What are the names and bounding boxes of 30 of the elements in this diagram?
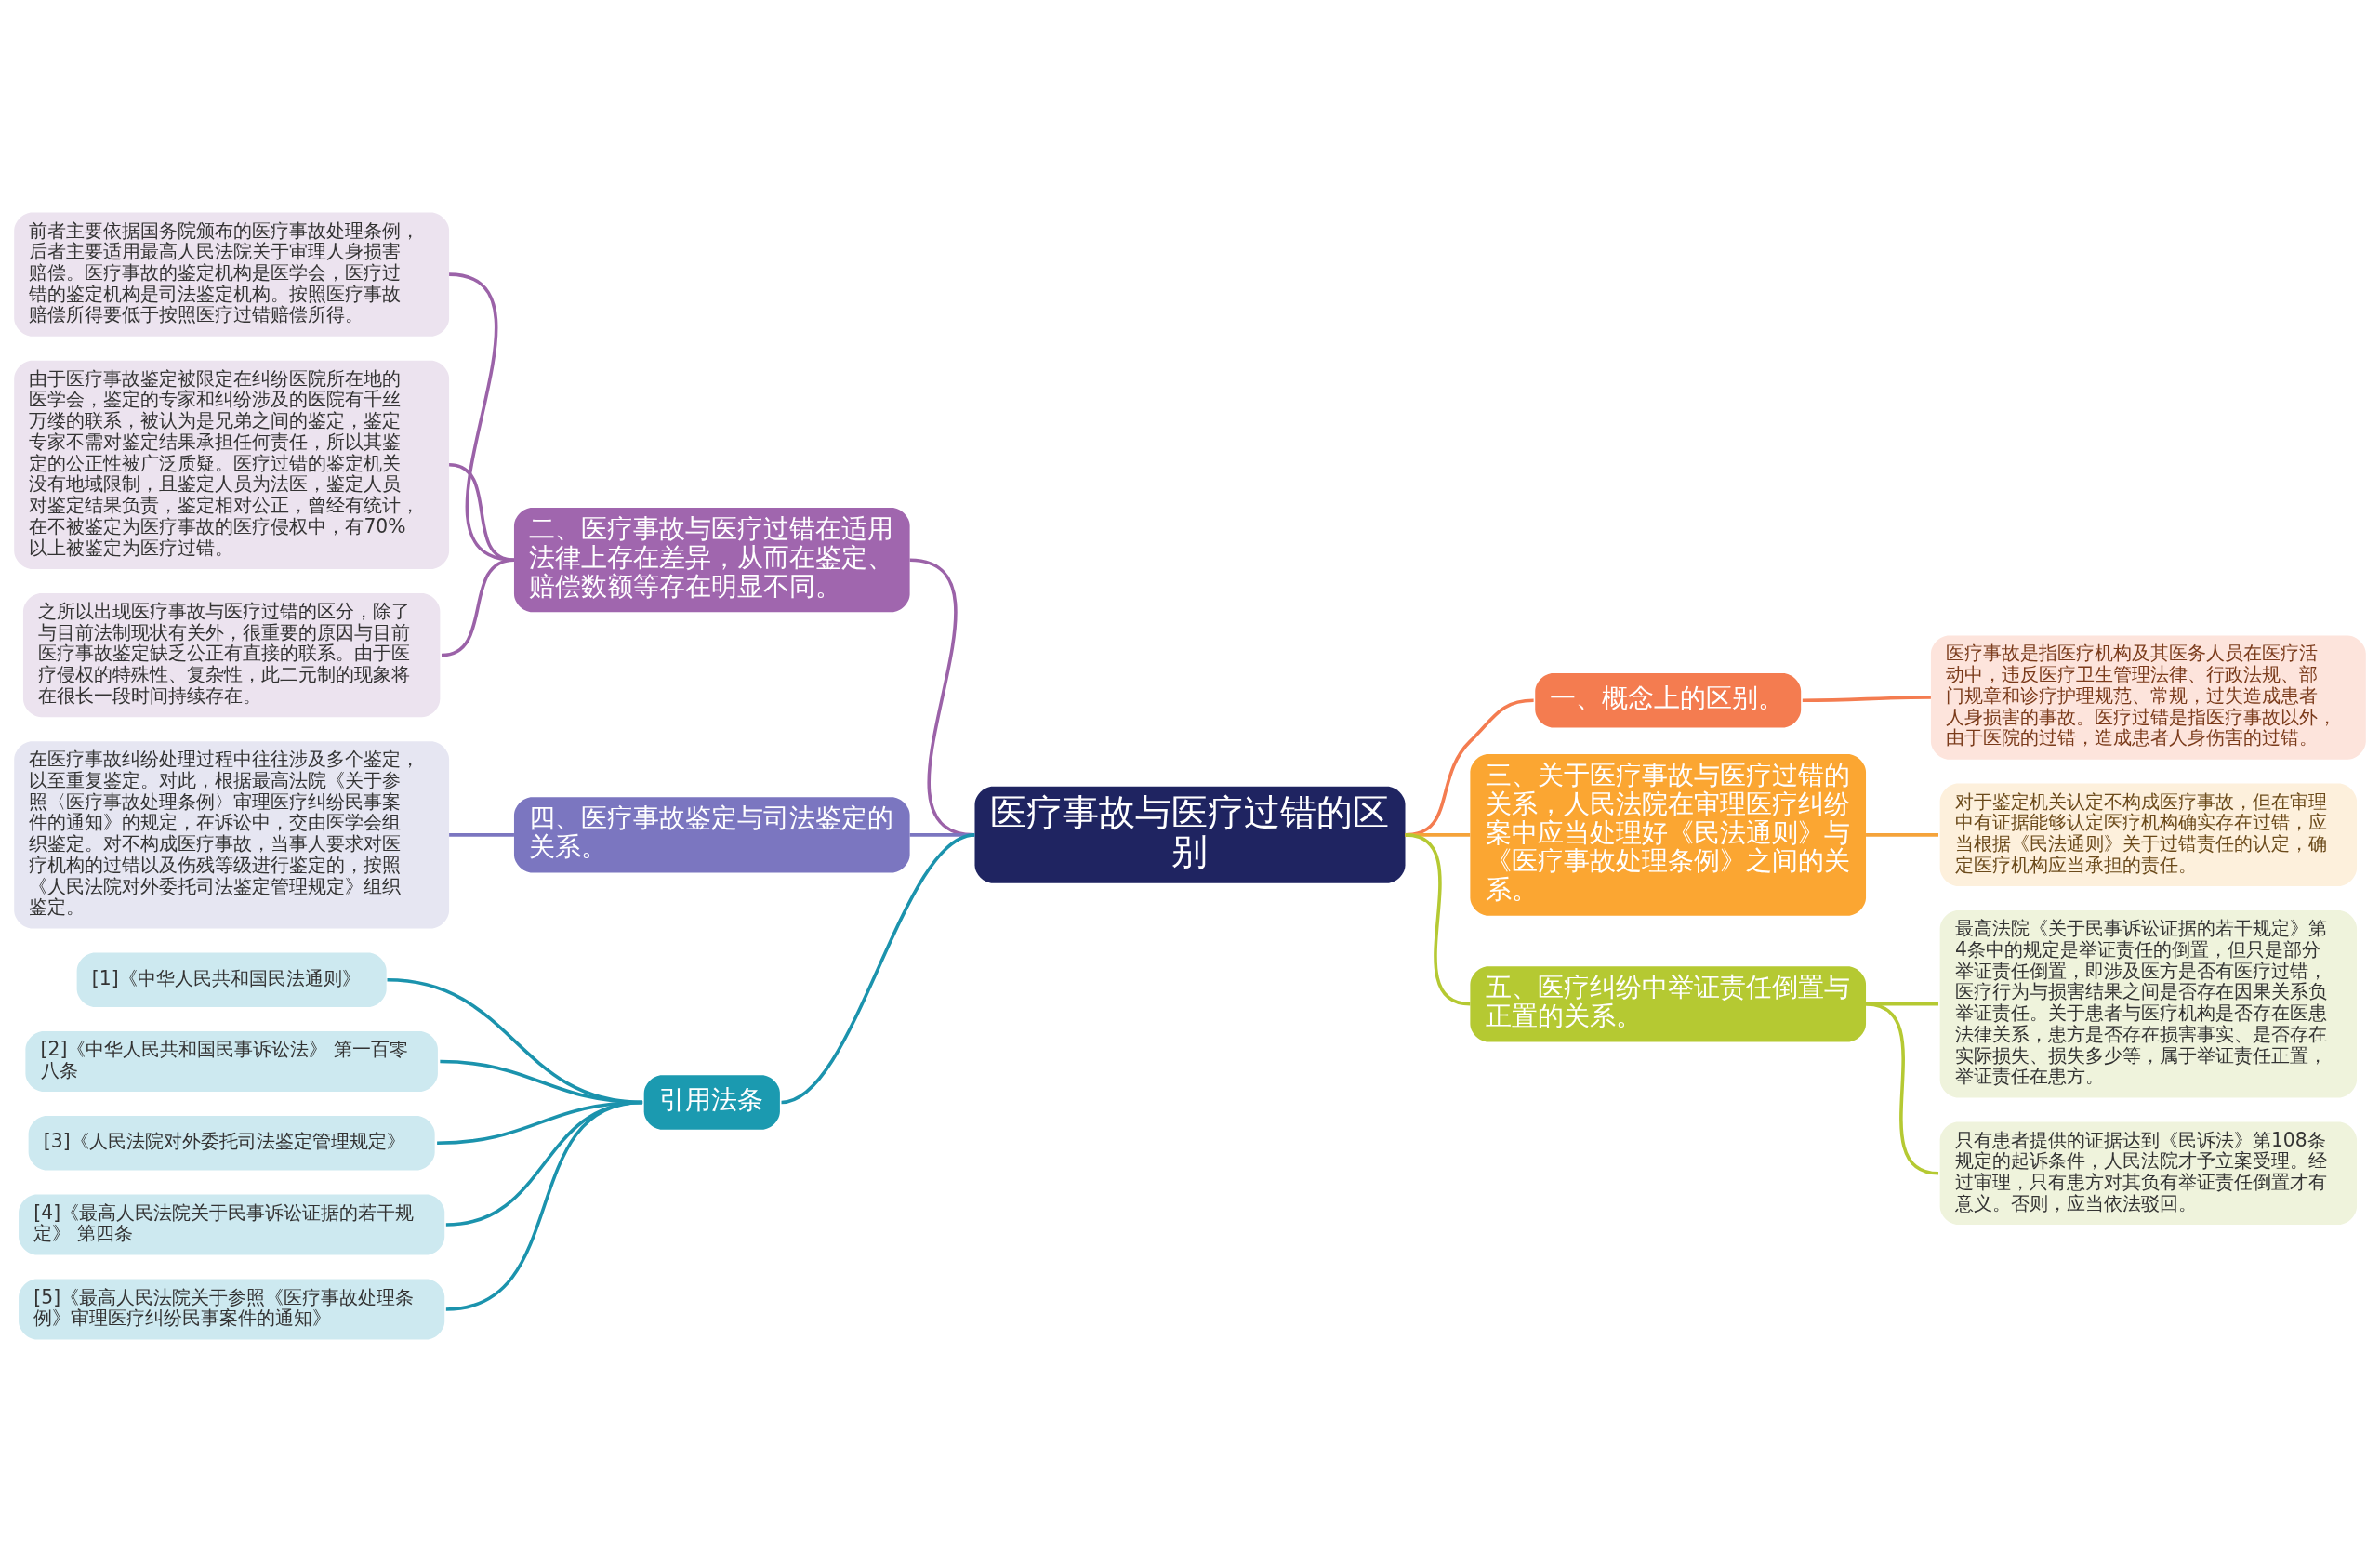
- connector: [1405, 833, 1471, 1006]
- node-box: 之所以出现医疗事故与医疗过错的区分，除了与目前法制现状有关外，很重要的原因与目前医疗事故鉴定缺乏公正有直接的联系。由于医疗侵权的特殊性、复杂性，此二元制的现象将在很长一段时间持续存在。: [22, 592, 441, 718]
- connector: [441, 558, 515, 657]
- node-box: 一、概念上的区别。: [1535, 673, 1802, 728]
- node-box: [4]《最高人民法院关于民事诉讼证据的若干规定》 第四条: [19, 1194, 445, 1255]
- node-box: 前者主要依据国务院颁布的医疗事故处理条例，后者主要适用最高人民法院关于审理人身损害赔偿。医疗事故的鉴定机构是医学会，医疗过错的鉴定机构是司法鉴定机构。按照医疗事故赔偿所得要低于按照医疗过错赔偿所得。: [14, 212, 450, 337]
- node-box: 三、关于医疗事故与医疗过错的关系，人民法院在审理医疗纠纷案中应当处理好《民法通则》与《医疗事故处理条例》之间的关系。: [1470, 753, 1867, 916]
- connector: [448, 463, 515, 562]
- node-box: 医疗事故与医疗过错的区别: [974, 786, 1406, 883]
- node-box: [5]《最高人民法院关于参照《医疗事故处理条例》审理医疗纠纷民事案件的通知》: [19, 1279, 445, 1340]
- connector: [781, 833, 975, 1105]
- node-box: [1]《中华人民共和国民法通则》: [76, 952, 387, 1008]
- node-box: 五、医疗纠纷中举证责任倒置与正置的关系。: [1470, 966, 1867, 1042]
- node-box: 四、医疗事故鉴定与司法鉴定的关系。: [513, 797, 910, 873]
- connector: [1802, 696, 1931, 703]
- connector: [448, 272, 515, 562]
- connector: [1866, 833, 1938, 837]
- node-box: [2]《中华人民共和国民事诉讼法》 第一百零八条: [25, 1031, 438, 1093]
- node-box: 由于医疗事故鉴定被限定在纠纷医院所在地的医学会，鉴定的专家和纠纷涉及的医院有千丝万缕的联系，被认为是兄弟之间的鉴定，鉴定专家不需对鉴定结果承担任何责任，所以其鉴定的公正性被广泛质疑。医疗过错的鉴定机关没有地域限制，且鉴定人员为法医，鉴定人员对鉴定结果负责，鉴定相对公正，曾经有统计，在不被鉴定为医疗事故的医疗侵权中，有70%以上被鉴定为医疗过错。: [14, 360, 450, 569]
- connector: [449, 833, 514, 837]
- node-box: 对于鉴定机关认定不构成医疗事故，但在审理中有证据能够认定医疗机构确实存在过错，应当根据《民法通则》关于过错责任的认定，确定医疗机构应当承担的责任。: [1939, 783, 2358, 887]
- node-box: 最高法院《关于民事诉讼证据的若干规定》第4条中的规定是举证责任的倒置，但只是部分举证责任倒置，即涉及医方是否有医疗过错，医疗行为与损害结果之间是否存在因果关系负举证责任。关于患者与医疗机构是否存在医患法律关系，患方是否存在损害事实、是否存在实际损失、损失多少等，属于举证责任正置，举证责任在患方。: [1939, 910, 2358, 1098]
- node-box: 医疗事故是指医疗机构及其医务人员在医疗活动中，违反医疗卫生管理法律、行政法规、部门规章和诊疗护理规范、常规，过失造成患者人身损害的事故。医疗过错是指医疗事故以外，由于医院的过错，造成患者人身伤害的过错。: [1930, 635, 2366, 760]
- node-box: 引用法条: [643, 1075, 780, 1130]
- node-box: 只有患者提供的证据达到《民诉法》第108条规定的起诉条件，人民法院才予立案受理。经过审理，只有患方对其负有举证责任倒置才有意义。否则，应当依法驳回。: [1939, 1121, 2358, 1226]
- node-box: 在医疗事故纠纷处理过程中往往涉及多个鉴定，以至重复鉴定。对此，根据最高法院《关于参照〈医疗事故处理条例〉审理医疗纠纷民事案件的通知》的规定，在诉讼中，交由医学会组织鉴定。对不构成医疗事故，当事人要求对医疗机构的过错以及伤残等级进行鉴定的，按照《人民法院对外委托司法鉴定管理规定》组织鉴定。: [14, 741, 450, 929]
- connector: [445, 1100, 643, 1311]
- connector: [1865, 1002, 1939, 1175]
- node-box: [3]《人民法院对外委托司法鉴定管理规定》: [28, 1116, 435, 1171]
- node-box: 二、医疗事故与医疗过错在适用法律上存在差异，从而在鉴定、赔偿数额等存在明显不同。: [513, 508, 910, 613]
